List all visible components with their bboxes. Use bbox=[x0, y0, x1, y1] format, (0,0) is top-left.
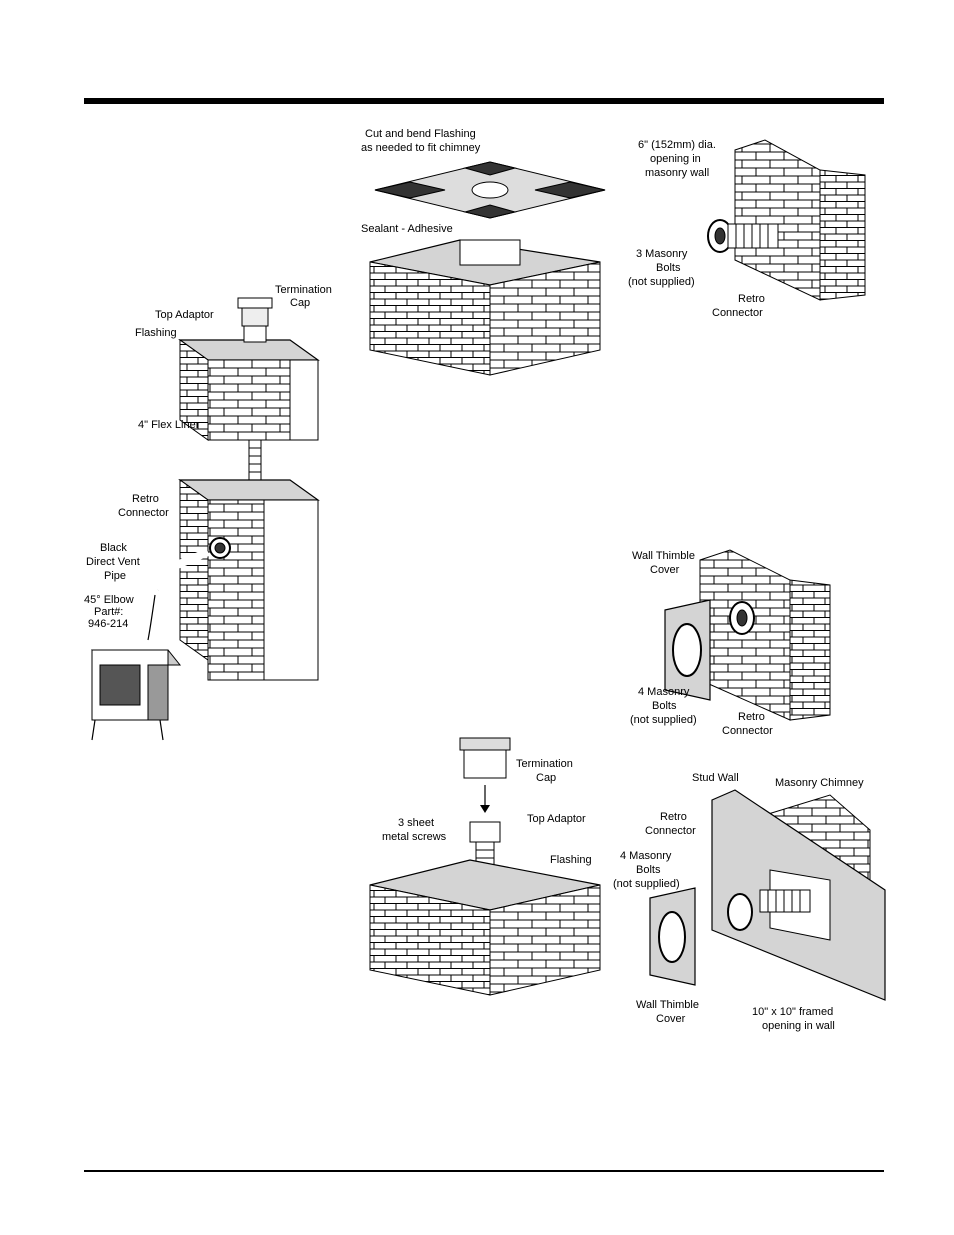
label-sealant: Sealant - Adhesive bbox=[361, 223, 453, 235]
label-termination-cap-2b: Cap bbox=[536, 772, 556, 784]
termination-cap-labels: Termination Cap 3 sheet metal screws Top… bbox=[382, 758, 592, 866]
masonry-wall-1-labels: 6" (152mm) dia. opening in masonry wall … bbox=[628, 139, 765, 319]
label-retro-connector-3a: Retro bbox=[738, 711, 765, 723]
label-bolts-3-a: 3 Masonry bbox=[636, 248, 688, 260]
label-top-adaptor-1: Top Adaptor bbox=[155, 309, 214, 321]
label-sheet-screws-b: metal screws bbox=[382, 831, 447, 843]
flashing-labels: Cut and bend Flashing as needed to fit c… bbox=[361, 128, 481, 235]
label-opening-6in-a: 6" (152mm) dia. bbox=[638, 139, 716, 151]
label-flex-liner: 4" Flex Liner bbox=[138, 419, 200, 431]
label-retro-connector-4a: Retro bbox=[660, 811, 687, 823]
masonry-wall-diagram-1 bbox=[707, 139, 866, 301]
main-chimney-diagram bbox=[90, 297, 320, 741]
label-sheet-screws-a: 3 sheet bbox=[398, 817, 434, 829]
label-black-pipe-b: Direct Vent bbox=[86, 556, 140, 568]
flashing-diagram bbox=[369, 161, 606, 376]
label-black-pipe-c: Pipe bbox=[104, 570, 126, 582]
label-retro-connector-1a: Retro bbox=[132, 493, 159, 505]
label-retro-connector-2b: Connector bbox=[712, 307, 763, 319]
label-bolts-4b-c: (not supplied) bbox=[613, 878, 680, 890]
label-stud-wall: Stud Wall bbox=[692, 772, 739, 784]
header-rule bbox=[84, 98, 884, 104]
label-top-adaptor-2: Top Adaptor bbox=[527, 813, 586, 825]
label-wall-thimble-cover-2a: Wall Thimble bbox=[636, 999, 699, 1011]
label-bolts-4b-a: 4 Masonry bbox=[620, 850, 672, 862]
label-wall-thimble-cover-b: Cover bbox=[650, 564, 680, 576]
label-termination-cap-1a: Termination bbox=[275, 284, 332, 296]
label-retro-connector-3b: Connector bbox=[722, 725, 773, 737]
stud-wall-diagram bbox=[649, 789, 886, 1001]
main-labels: Termination Cap Top Adaptor Flashing 4" … bbox=[84, 284, 332, 630]
label-cut-flashing-b: as needed to fit chimney bbox=[361, 142, 481, 154]
label-bolts-4-b: Bolts bbox=[652, 700, 677, 712]
label-black-pipe-a: Black bbox=[100, 542, 127, 554]
label-framed-opening-b: opening in wall bbox=[762, 1020, 835, 1032]
label-retro-connector-1b: Connector bbox=[118, 507, 169, 519]
label-wall-thimble-cover-a: Wall Thimble bbox=[632, 550, 695, 562]
label-bolts-4b-b: Bolts bbox=[636, 864, 661, 876]
label-bolts-4-a: 4 Masonry bbox=[638, 686, 690, 698]
label-bolts-4-c: (not supplied) bbox=[630, 714, 697, 726]
footer-rule bbox=[84, 1170, 884, 1172]
label-flashing-1: Flashing bbox=[135, 327, 177, 339]
label-opening-6in-b: opening in bbox=[650, 153, 701, 165]
label-framed-opening-a: 10" x 10" framed bbox=[752, 1006, 833, 1018]
label-bolts-3-b: Bolts bbox=[656, 262, 681, 274]
wall-thimble-labels: Wall Thimble Cover 4 Masonry Bolts (not … bbox=[630, 550, 773, 737]
label-wall-thimble-cover-2b: Cover bbox=[656, 1013, 686, 1025]
stud-wall-labels: Stud Wall Masonry Chimney Retro Connecto… bbox=[613, 772, 864, 1032]
label-termination-cap-1b: Cap bbox=[290, 297, 310, 309]
label-elbow-b: Part#: bbox=[94, 606, 123, 618]
wall-thimble-diagram bbox=[664, 549, 831, 721]
label-flashing-2: Flashing bbox=[550, 854, 592, 866]
label-elbow-c: 946-214 bbox=[88, 618, 128, 630]
label-termination-cap-2a: Termination bbox=[516, 758, 573, 770]
label-masonry-chimney: Masonry Chimney bbox=[775, 777, 864, 789]
label-elbow-a: 45° Elbow bbox=[84, 594, 134, 606]
label-retro-connector-4b: Connector bbox=[645, 825, 696, 837]
label-retro-connector-2a: Retro bbox=[738, 293, 765, 305]
label-cut-flashing-a: Cut and bend Flashing bbox=[365, 128, 476, 140]
label-opening-6in-c: masonry wall bbox=[645, 167, 709, 179]
termination-cap-diagram bbox=[369, 737, 601, 996]
label-bolts-3-c: (not supplied) bbox=[628, 276, 695, 288]
